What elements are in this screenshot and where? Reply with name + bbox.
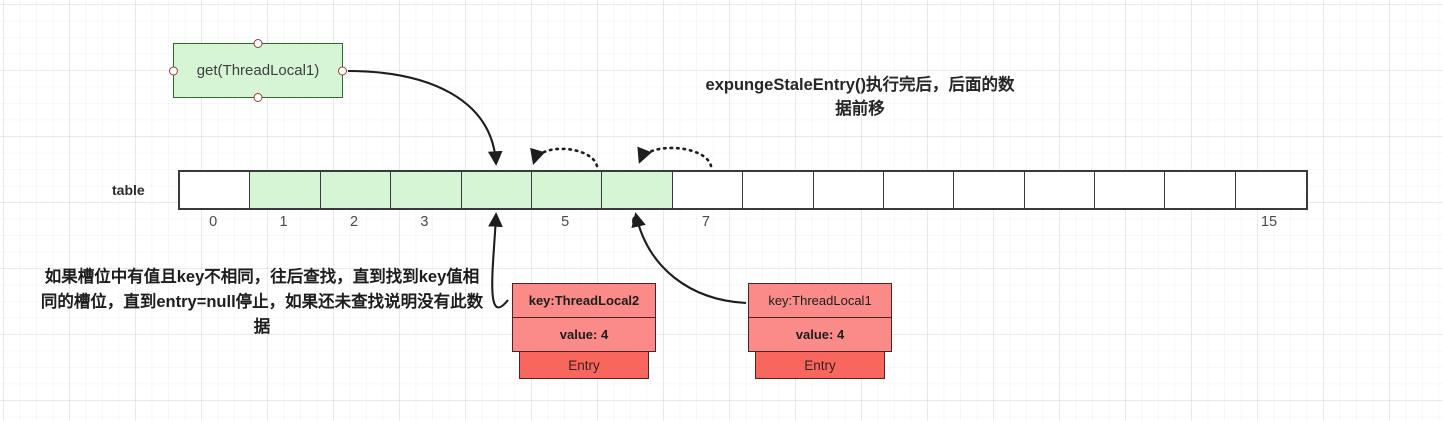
- lookup-rule-note: 如果槽位中有值且key不相同，往后查找，直到找到key值相同的槽位，直到entr…: [40, 268, 484, 336]
- arrow-get-to-slot4: [347, 69, 503, 166]
- table-cell-13[interactable]: [1095, 172, 1166, 208]
- table-cell-10[interactable]: [883, 172, 955, 208]
- table-index-label-8: [741, 214, 811, 236]
- table-cell-8[interactable]: [743, 172, 814, 208]
- table-index-label-6: 6: [631, 214, 640, 230]
- connection-handle-bottom-icon[interactable]: [253, 93, 263, 102]
- entry-footer-label: Entry: [755, 351, 885, 379]
- table-index-label-13: [1093, 214, 1163, 236]
- entry-value-label: value: 4: [795, 327, 845, 342]
- table-index-label-11: [952, 214, 1022, 236]
- table-index-label-14: [1163, 214, 1233, 236]
- table-index-label-4: 4: [490, 214, 499, 230]
- table-cell-1[interactable]: [250, 172, 321, 208]
- entry-box-threadlocal2: key:ThreadLocal2 value: 4 Entry: [512, 283, 656, 379]
- table-label: table: [112, 182, 145, 198]
- table-index-label-15: 15: [1260, 214, 1278, 230]
- table-index-label-7: 7: [701, 214, 710, 230]
- entry-footer-label: Entry: [519, 351, 649, 379]
- table-row: [178, 170, 1309, 210]
- table-cell-15[interactable]: [1235, 172, 1307, 208]
- table-index-label-0: 0: [209, 214, 218, 230]
- entry-key-label: key:ThreadLocal1: [749, 284, 891, 318]
- table-index-label-3: 3: [420, 214, 429, 230]
- table-cell-6[interactable]: [602, 172, 673, 208]
- connection-handle-left-icon[interactable]: [169, 66, 178, 75]
- table-cell-4[interactable]: [461, 172, 532, 208]
- expunge-note: expungeStaleEntry()执行完后，后面的数据前移: [705, 76, 1015, 118]
- table-cell-9[interactable]: [813, 172, 884, 208]
- table-index-label-10: [882, 214, 952, 236]
- table-cell-0[interactable]: [180, 172, 251, 208]
- arrow-shift-6-to-5: [530, 147, 599, 168]
- table-cell-2[interactable]: [320, 172, 392, 208]
- table-index-row: 0 1 2 3 4 5 6 7 15: [178, 214, 1304, 236]
- entry-value-label: value: 4: [559, 327, 609, 342]
- table-cell-3[interactable]: [391, 172, 462, 208]
- entry-kv-block: key:ThreadLocal2 value: 4: [512, 283, 656, 352]
- entry-box-threadlocal1: key:ThreadLocal1 value: 4 Entry: [748, 283, 892, 379]
- entry-kv-block: key:ThreadLocal1 value: 4: [748, 283, 892, 352]
- connection-handle-top-icon[interactable]: [253, 39, 263, 48]
- table-index-label-1: 1: [279, 214, 288, 230]
- table-cell-11[interactable]: [954, 172, 1025, 208]
- table-index-label-5: 5: [561, 214, 570, 230]
- table-cell-7[interactable]: [672, 172, 744, 208]
- entry-key-label: key:ThreadLocal2: [513, 284, 655, 318]
- table-index-label-2: 2: [349, 214, 359, 230]
- get-threadlocal-label: get(ThreadLocal1): [196, 62, 320, 79]
- connection-handle-right-icon[interactable]: [338, 66, 347, 75]
- table-cell-5[interactable]: [531, 172, 603, 208]
- table-index-label-9: [812, 214, 882, 236]
- arrow-shift-7-to-6: [637, 146, 713, 168]
- table-index-label-12: [1023, 214, 1093, 236]
- table-cell-14[interactable]: [1165, 172, 1236, 208]
- get-threadlocal-box[interactable]: get(ThreadLocal1): [169, 39, 347, 102]
- table-cell-12[interactable]: [1024, 172, 1096, 208]
